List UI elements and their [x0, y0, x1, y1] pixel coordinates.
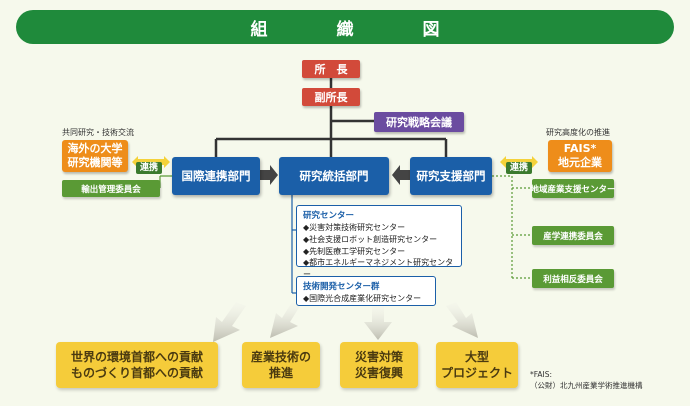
director-box: 所 長 [302, 60, 360, 78]
left-link-label: 連携 [136, 155, 163, 174]
outcome-large-projects-line2: プロジェクト [440, 366, 513, 380]
outcome-environment-line1: 世界の環境首都への貢献 [70, 349, 203, 364]
outcome-disaster-line1: 災害対策 [354, 349, 403, 364]
outcome-industry-tech: 産業技術の 推進 [242, 342, 320, 388]
conflict-of-interest-committee-box: 利益相反委員会 [532, 269, 614, 288]
regional-industry-center-box: 地域産業支援センター [531, 179, 616, 198]
fais-partner-line1: FAIS* [563, 142, 597, 156]
left-caption: 共同研究・技術交流 [62, 128, 134, 137]
overseas-partner-line2: 研究機関等 [67, 156, 123, 169]
left-link-text: 連携 [136, 162, 163, 174]
outcome-large-projects: 大型 プロジェクト [436, 342, 518, 388]
overseas-partner-box: 海外の大学 研究機関等 [62, 140, 128, 172]
vice-director-box: 副所長 [302, 88, 360, 106]
outcome-large-projects-line1: 大型 [464, 349, 489, 364]
right-link-label: 連携 [506, 155, 533, 174]
research-center-item: ◆都市エネルギーマネジメント研究センター [303, 258, 454, 279]
arrow-left-icon [392, 165, 410, 185]
tech-dev-heading: 技術開発センター群 [303, 282, 380, 292]
dept-intl: 国際連携部門 [172, 157, 260, 195]
footnote: *FAIS: （公財）北九州産業学術推進機構 [530, 370, 643, 391]
fais-partner-line2: 地元企業 [558, 156, 602, 169]
outcome-industry-tech-line1: 産業技術の [250, 349, 311, 364]
outcome-disaster: 災害対策 災害復興 [340, 342, 418, 388]
research-centers-heading: 研究センター [303, 211, 355, 221]
outcome-environment-line2: ものづくり首都への貢献 [70, 366, 203, 380]
research-center-item: ◆先制医療工学研究センター [303, 246, 406, 256]
research-center-item: ◆災害対策技術研究センター [303, 223, 406, 233]
right-caption: 研究高度化の推進 [546, 128, 610, 137]
export-committee-box: 輸出管理委員会 [62, 180, 160, 197]
page-title: 組 織 図 [16, 10, 674, 44]
overseas-partner-line1: 海外の大学 [67, 142, 123, 156]
dept-support: 研究支援部門 [410, 157, 492, 195]
industry-academia-committee-box: 産学連携委員会 [532, 226, 614, 245]
tech-dev-item: ◆国際光合成産業化研究センター [303, 294, 422, 304]
footnote-line2: （公財）北九州産業学術推進機構 [530, 380, 643, 390]
outcome-industry-tech-line2: 推進 [268, 366, 293, 380]
research-centers-box: 研究センター ◆災害対策技術研究センター ◆社会支援ロボット創造研究センター ◆… [296, 205, 462, 279]
strategy-council-box: 研究戦略会議 [374, 112, 464, 132]
research-center-item: ◆社会支援ロボット創造研究センター [303, 234, 438, 244]
fais-partner-box: FAIS* 地元企業 [548, 140, 612, 172]
dept-research: 研究統括部門 [279, 157, 389, 195]
right-link-text: 連携 [506, 162, 533, 174]
outcome-disaster-line2: 災害復興 [354, 366, 403, 380]
outcome-environment: 世界の環境首都への貢献 ものづくり首都への貢献 [56, 342, 218, 388]
tech-dev-centers-box: 技術開発センター群 ◆国際光合成産業化研究センター [296, 276, 436, 306]
arrow-right-icon [260, 165, 278, 185]
footnote-line1: *FAIS: [530, 370, 553, 379]
